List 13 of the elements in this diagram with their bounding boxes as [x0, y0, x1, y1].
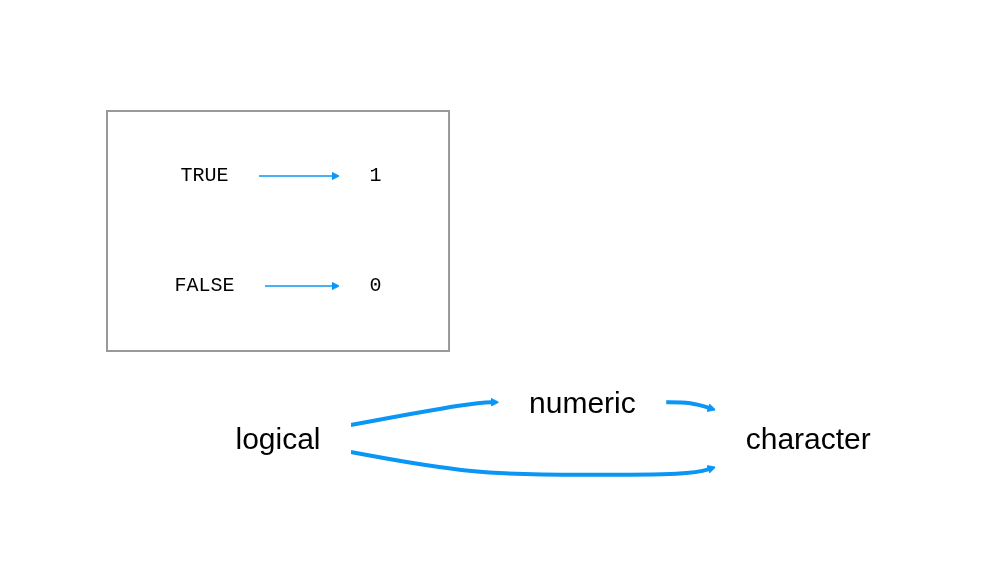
node-text: character — [745, 422, 871, 455]
node-text: 1 — [369, 164, 382, 187]
cluster — [106, 110, 451, 352]
node-text: logical — [235, 422, 321, 455]
node-text: FALSE — [174, 274, 235, 297]
arrow — [257, 171, 340, 181]
node-text: 0 — [369, 274, 382, 297]
arrow — [263, 281, 340, 291]
arrow — [350, 397, 500, 428]
node-text: TRUE — [180, 164, 229, 187]
arrow — [350, 449, 717, 477]
node-text: numeric — [529, 385, 636, 419]
arrow — [665, 400, 717, 412]
